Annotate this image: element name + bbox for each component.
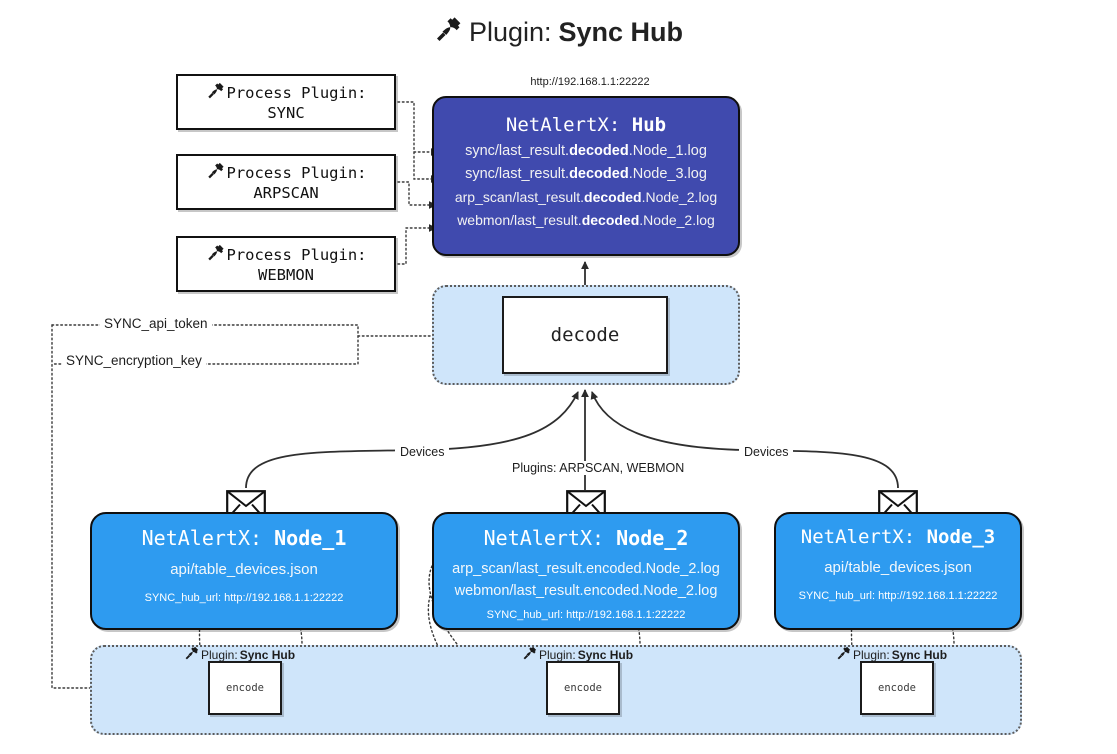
edge-label-devices-right: Devices: [739, 445, 794, 459]
node-footer: SYNC_hub_url: http://192.168.1.1:22222: [144, 592, 344, 604]
process-plugin-caption: Process Plugin:: [226, 163, 367, 182]
node-footer: SYNC_hub_url: http://192.168.1.1:22222: [486, 609, 686, 621]
encode-plugin-caption-name: Sync Hub: [239, 647, 296, 662]
process-plugin-caption-row: Process Plugin:: [206, 82, 367, 103]
edge-label-devices-left: Devices: [395, 445, 450, 459]
encode-plugin-caption-prefix: Plugin:: [853, 647, 890, 662]
hub-log-bold: decoded: [581, 212, 640, 228]
encode-box[interactable]: encode: [546, 661, 620, 715]
process-plugin-name: ARPSCAN: [253, 184, 319, 202]
node-footer: SYNC_hub_url: http://192.168.1.1:22222: [798, 590, 998, 602]
node-title: NetAlertX: Node_3: [776, 526, 1020, 548]
plug-icon: [206, 162, 225, 183]
hub-log-pre: sync/last_result.: [465, 143, 570, 159]
hub-log-bold: decoded: [569, 166, 629, 182]
node-box-node-2[interactable]: NetAlertX: Node_2 arp_scan/last_result.e…: [432, 512, 740, 630]
edge-label-plugins: Plugins: ARPSCAN, WEBMON: [507, 461, 690, 475]
node-line: api/table_devices.json: [170, 561, 318, 578]
node-title: NetAlertX: Node_1: [92, 526, 396, 550]
edge-arpscan-to-hub: [397, 181, 437, 209]
plug-icon: [206, 244, 225, 265]
hub-log-post: .Node_1.log: [628, 143, 707, 159]
encode-plugin-caption: Plugin: Sync Hub: [836, 646, 947, 663]
hub-log-post: .Node_2.log: [639, 212, 715, 228]
encode-box[interactable]: encode: [208, 661, 282, 715]
node-title-name: Node_3: [926, 526, 996, 548]
encode-plugin-caption-prefix: Plugin:: [539, 647, 576, 662]
process-plugin-name: WEBMON: [258, 266, 314, 284]
process-plugin-webmon[interactable]: Process Plugin: WEBMON: [176, 236, 396, 292]
encode-plugin-caption-name: Sync Hub: [891, 647, 948, 662]
hub-log-line: sync/last_result.decoded.Node_1.log: [434, 143, 738, 159]
node-title-prefix: NetAlertX:: [800, 526, 916, 548]
page-title-prefix: Plugin:: [468, 17, 552, 47]
encode-plugin-caption: Plugin: Sync Hub: [522, 646, 633, 663]
hub-log-post: .Node_3.log: [628, 166, 707, 182]
node-box-node-3[interactable]: NetAlertX: Node_3 api/table_devices.json…: [774, 512, 1022, 630]
plug-icon: [434, 16, 462, 49]
process-plugin-caption: Process Plugin:: [226, 83, 367, 102]
process-plugin-caption: Process Plugin:: [226, 245, 367, 264]
process-plugin-caption-row: Process Plugin:: [206, 162, 367, 183]
node-line: arp_scan/last_result.encoded.Node_2.log: [452, 561, 720, 577]
plug-icon: [206, 82, 225, 103]
hub-log-pre: webmon/last_result.: [457, 212, 582, 228]
node-title-name: Node_2: [616, 526, 689, 550]
node-title-name: Node_1: [274, 526, 347, 550]
page-title: Plugin: Sync Hub: [0, 16, 1117, 49]
hub-log-bold: decoded: [569, 143, 629, 159]
node-box-node-1[interactable]: NetAlertX: Node_1 api/table_devices.json…: [90, 512, 398, 630]
encode-plugin-caption-name: Sync Hub: [577, 647, 634, 662]
encode-plugin-caption: Plugin: Sync Hub: [184, 646, 295, 663]
encode-plugin-caption-prefix: Plugin:: [201, 647, 238, 662]
node-line: webmon/last_result.encoded.Node_2.log: [454, 583, 718, 599]
plug-icon: [836, 646, 851, 663]
hub-title-name: Hub: [631, 114, 667, 136]
node-title: NetAlertX: Node_2: [434, 526, 738, 550]
plug-icon: [184, 646, 199, 663]
secret-label-api-token: SYNC_api_token: [100, 316, 212, 331]
process-plugin-caption-row: Process Plugin:: [206, 244, 367, 265]
hub-log-bold: decoded: [584, 189, 642, 205]
hub-log-line: webmon/last_result.decoded.Node_2.log: [434, 212, 738, 228]
hub-log-pre: arp_scan/last_result.: [454, 189, 585, 205]
plug-icon: [522, 646, 537, 663]
edge-webmon-to-hub: [397, 224, 437, 265]
hub-log-post: .Node_2.log: [641, 189, 718, 205]
encode-box[interactable]: encode: [860, 661, 934, 715]
node-line: api/table_devices.json: [824, 559, 972, 576]
process-plugin-sync[interactable]: Process Plugin: SYNC: [176, 74, 396, 130]
hub-title-prefix: NetAlertX:: [505, 114, 621, 136]
hub-log-line: arp_scan/last_result.decoded.Node_2.log: [434, 189, 738, 205]
hub-log-pre: sync/last_result.: [465, 166, 570, 182]
page-title-name: Sync Hub: [558, 17, 684, 47]
hub-log-line: sync/last_result.decoded.Node_3.log: [434, 166, 738, 182]
hub-title: NetAlertX: Hub: [434, 114, 738, 136]
node-title-prefix: NetAlertX:: [483, 526, 605, 550]
decode-box[interactable]: decode: [502, 296, 668, 374]
process-plugin-arpscan[interactable]: Process Plugin: ARPSCAN: [176, 154, 396, 210]
hub-node[interactable]: NetAlertX: Hub sync/last_result.decoded.…: [432, 96, 740, 256]
process-plugin-name: SYNC: [267, 104, 305, 122]
hub-url-caption: http://192.168.1.1:22222: [530, 76, 650, 88]
node-title-prefix: NetAlertX:: [141, 526, 263, 550]
edge-secrets-to-encode-band: [51, 324, 129, 692]
secret-label-encryption-key: SYNC_encryption_key: [62, 353, 206, 368]
